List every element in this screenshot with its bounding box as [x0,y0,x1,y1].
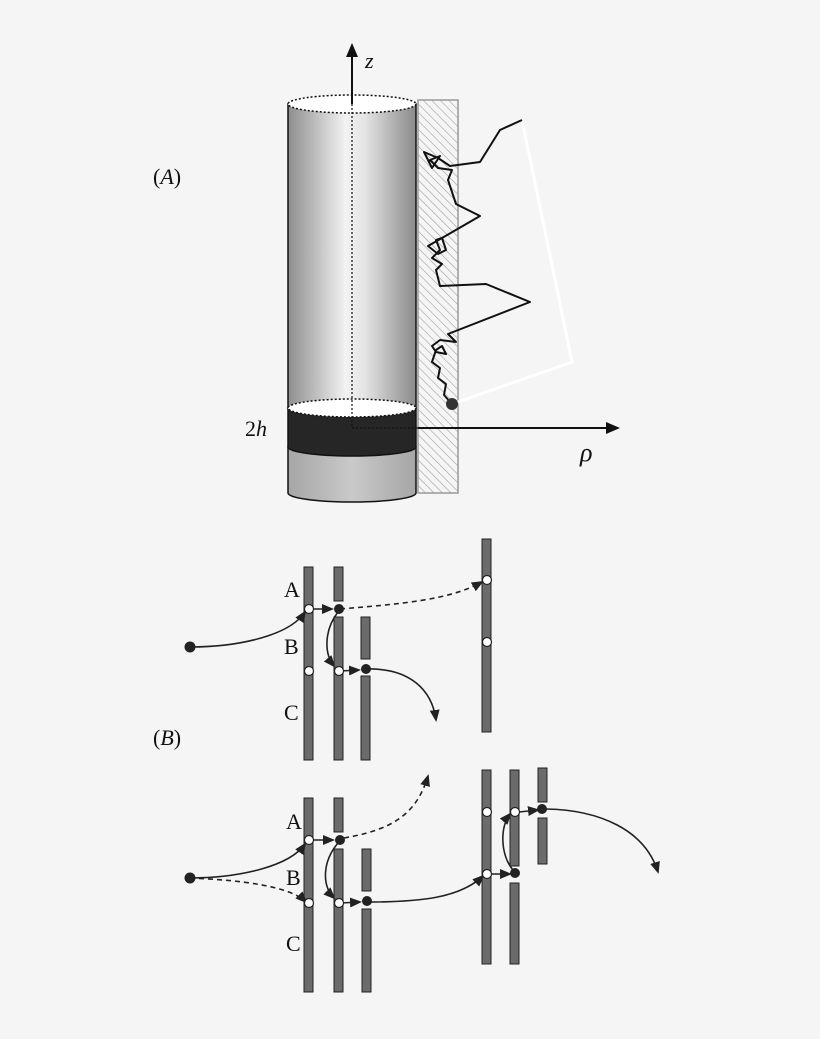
site-label-b: B [284,634,299,659]
cylinder-lower-section [287,446,417,503]
trajectory-dashed [343,774,430,839]
strand [303,797,314,993]
strand-segment [360,675,371,761]
strand [481,769,492,965]
bound-site [361,664,371,674]
strand-segment [333,616,344,761]
strand-segment [360,616,371,660]
panel-a: (A) z ρ 2h [153,43,620,503]
trajectory-dashed [189,877,308,904]
start-node [184,641,196,653]
polymer-chain [423,119,531,405]
panel-b: (B) A B C [153,538,660,993]
open-site [303,834,315,846]
strand-segment [333,566,344,602]
trajectory [189,610,307,648]
strand-segment [333,797,344,833]
trajectory [367,874,485,903]
strand-segment [333,848,344,993]
trajectory [545,808,660,874]
strand-segment [361,908,372,993]
open-site [481,574,493,586]
start-node [184,872,196,884]
dark-band [287,407,417,457]
open-site [303,897,315,909]
trajectory [323,611,339,668]
open-site [333,665,345,677]
strand-segment [509,882,520,965]
trajectory [366,668,440,722]
site-label-a: A [284,577,300,602]
z-axis-label: z [364,48,374,73]
scenario-bottom: A B C [184,767,660,993]
site-label-c: C [286,931,301,956]
chain-end-bead [446,398,458,410]
bound-site [362,896,372,906]
site-label-b: B [286,865,301,890]
open-site [481,868,493,880]
bound-site [510,868,520,878]
open-site [509,806,521,818]
rho-axis-label: ρ [579,438,592,467]
trajectory [340,897,362,908]
strand [303,566,314,761]
end-to-end-vector [451,119,574,406]
open-site [481,806,493,818]
trajectory [518,806,540,817]
open-site [303,665,315,677]
trajectory-dashed [339,581,484,610]
bound-site [335,835,345,845]
strand-segment [361,848,372,892]
strand-segment [509,769,520,867]
site-label-a: A [286,809,302,834]
trajectory [189,842,307,879]
strand [481,538,492,733]
bound-site [334,604,344,614]
trajectory [499,812,514,871]
strand-segment [537,767,548,803]
open-site [303,603,315,615]
bound-site [537,804,547,814]
site-label-c: C [284,700,299,725]
scenario-top: A B C [184,538,493,761]
panel-a-label: (A) [153,164,181,189]
band-width-label: 2h [245,416,267,441]
trajectory [323,842,339,900]
panel-b-label: (B) [153,725,181,750]
open-site [481,636,493,648]
strand-segment [537,817,548,865]
open-site [333,897,345,909]
